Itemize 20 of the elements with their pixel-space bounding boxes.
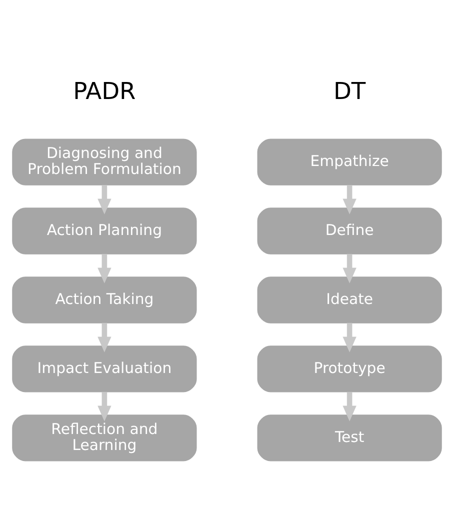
label: DT <box>333 77 366 105</box>
node-box: Impact Evaluation <box>12 346 197 392</box>
node-box: Action Taking <box>12 276 197 324</box>
arrow <box>98 185 112 214</box>
node-box: Ideate <box>257 276 442 324</box>
node-box: Prototype <box>257 346 442 392</box>
label: PADR <box>73 77 136 105</box>
node-box: Empathize <box>257 138 442 186</box>
arrow <box>98 254 112 284</box>
arrow <box>98 322 112 352</box>
node-box: Action Planning <box>12 208 197 254</box>
node-box: Define <box>257 208 442 254</box>
node-box: Reflection and Learning <box>12 414 197 462</box>
arrow <box>98 392 112 422</box>
arrow <box>342 185 356 214</box>
node-box: Test <box>257 414 442 462</box>
arrow <box>342 254 356 284</box>
arrow <box>342 392 356 422</box>
arrow <box>342 322 356 352</box>
node-box: Diagnosing and Problem Formulation <box>12 138 197 186</box>
